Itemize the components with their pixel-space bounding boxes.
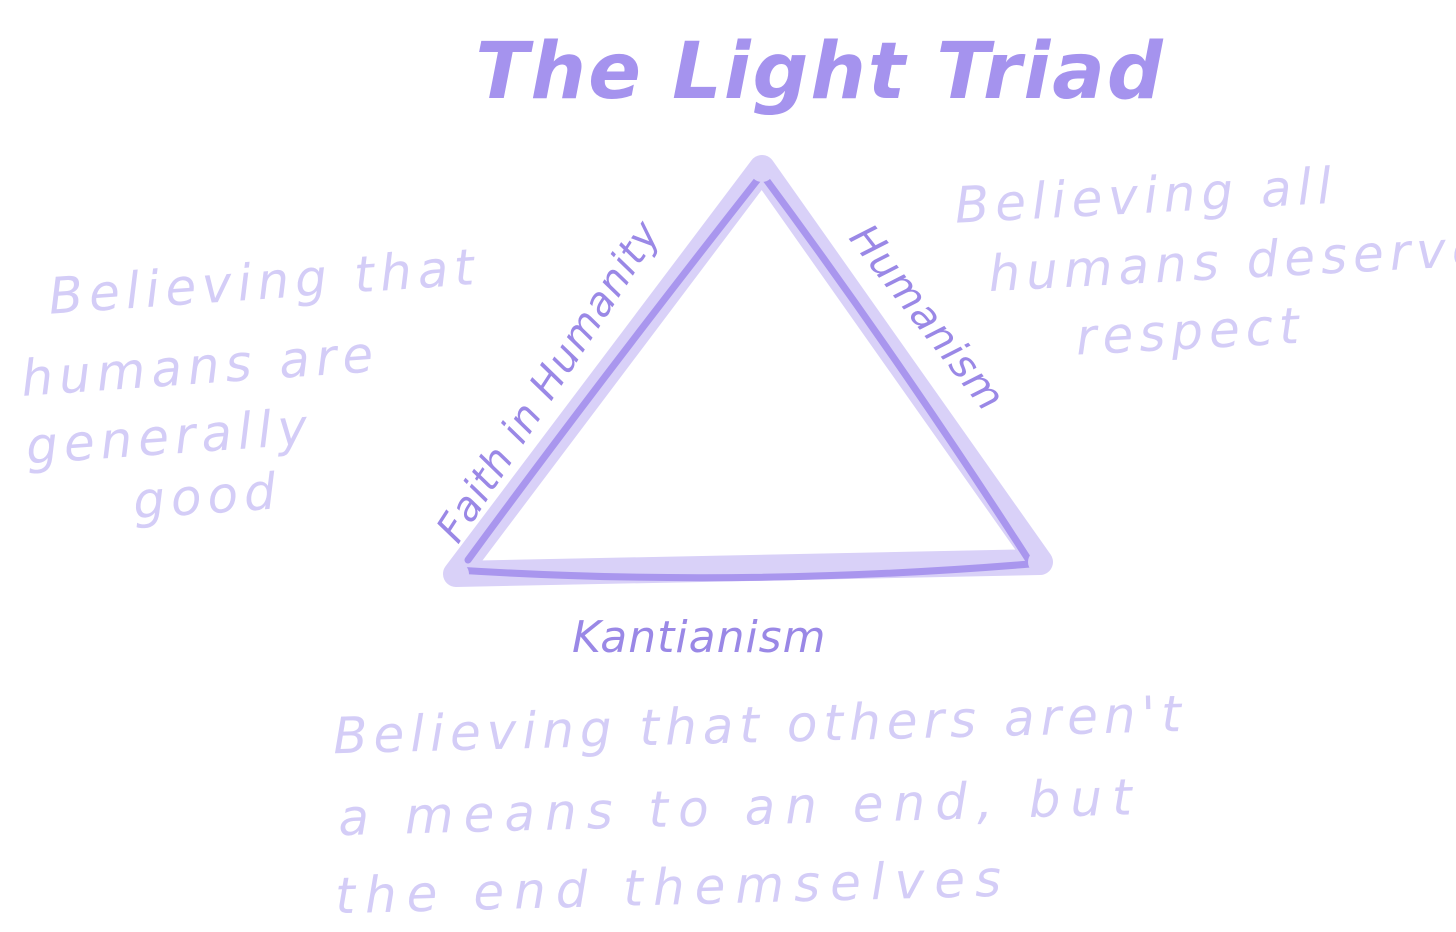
triangle-vertex-right xyxy=(1028,550,1052,574)
triangle-left-edge xyxy=(464,170,766,564)
diagram-title: The Light Triad xyxy=(475,27,1164,117)
side-label-kantianism: Kantianism xyxy=(572,612,826,663)
description-line: humans are xyxy=(19,325,381,408)
description-kantianism: Believing that others aren't a means to … xyxy=(332,685,1187,926)
description-line: Believing all xyxy=(953,157,1338,235)
triangle xyxy=(443,155,1053,587)
description-line: Believing that xyxy=(47,238,482,326)
description-line: good xyxy=(131,462,283,530)
description-line: Believing that others aren't xyxy=(332,685,1187,765)
triangle-right-edge xyxy=(758,170,1034,566)
triangle-vertex-left xyxy=(445,562,469,586)
description-line: respect xyxy=(1074,297,1306,367)
triangle-vertex-top xyxy=(750,158,774,182)
description-line: humans deserve xyxy=(987,219,1456,303)
description-faith-in-humanity: Believing that humans are generally good xyxy=(19,238,482,531)
description-line: the end themselves xyxy=(335,850,1012,926)
description-humanism: Believing all humans deserve respect xyxy=(953,157,1456,367)
description-line: a means to an end, but xyxy=(338,768,1143,847)
triangle-bottom-edge xyxy=(452,560,1034,582)
